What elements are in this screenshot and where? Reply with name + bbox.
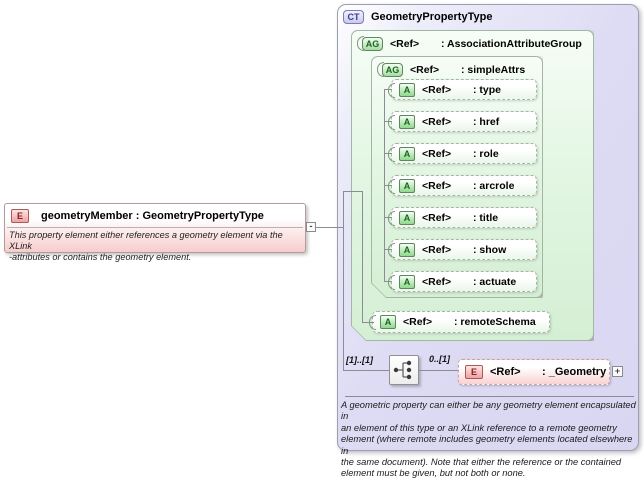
cardinality-label-left: [1]..[1] (346, 355, 373, 365)
connector-arc-icon (357, 36, 364, 51)
connector-line (362, 191, 363, 323)
element-header: E geometryMember : GeometryPropertyType (5, 204, 305, 223)
connector-arc-icon (388, 115, 395, 130)
element-title: geometryMember : GeometryPropertyType (41, 210, 264, 222)
sequence-choice-icon[interactable] (389, 355, 419, 385)
attribute-group-header: AG <Ref> : AssociationAttributeGroup (351, 30, 582, 51)
ref-label: <Ref> (410, 63, 440, 76)
ref-label: <Ref> (403, 316, 433, 328)
attribute-badge-icon: A (399, 146, 415, 161)
attribute-group-badge-icon: AG (382, 63, 403, 77)
connector-arc-icon (388, 243, 395, 258)
attribute-name: : show (473, 243, 507, 256)
connector-line (384, 217, 392, 218)
ref-label: <Ref> (422, 179, 452, 192)
connector-line (362, 322, 374, 323)
attribute-name: : type (473, 83, 502, 96)
ref-label: <Ref> (390, 37, 420, 50)
connector-arc-icon (388, 179, 395, 194)
element-box-geometry-member[interactable]: E geometryMember : GeometryPropertyType … (4, 203, 306, 262)
attribute-name: : arcrole (473, 179, 515, 192)
connector-arc-icon (388, 211, 395, 226)
ref-label: <Ref> (422, 243, 452, 256)
attribute-name: : title (473, 211, 499, 224)
element-badge-icon: E (465, 365, 483, 379)
attribute-group-badge-icon: AG (362, 37, 383, 51)
connector-line (419, 370, 458, 371)
connector-arc-icon (388, 275, 395, 290)
divider (7, 227, 303, 228)
cardinality-label-right: 0..[1] (429, 354, 451, 364)
annotation-line: an element of this type or an XLink refe… (341, 422, 617, 433)
attribute-row-href[interactable]: A <Ref> : href (388, 111, 537, 132)
attribute-badge-icon: A (399, 178, 415, 193)
compositor-glyph-icon (393, 360, 412, 380)
attribute-badge-icon: A (399, 274, 415, 289)
ref-label: <Ref> (490, 366, 521, 378)
attribute-badge-icon: A (399, 210, 415, 225)
connector-line (384, 153, 392, 154)
element-annotation: This property element either references … (5, 228, 305, 264)
connector-line (384, 90, 385, 282)
attribute-group-name: : simpleAttrs (461, 63, 526, 76)
element-row-geometry[interactable]: E <Ref> : _Geometry (458, 359, 610, 385)
element-name: : _Geometry (542, 366, 607, 378)
annotation-separator (345, 396, 634, 397)
connector-line (315, 227, 343, 228)
annotation-line: A geometric property can either be any g… (341, 400, 636, 422)
ref-label: <Ref> (422, 211, 452, 224)
connector-arc-icon (388, 83, 395, 98)
connector-line (384, 185, 392, 186)
attribute-row-role[interactable]: A <Ref> : role (388, 143, 537, 164)
attribute-group-name: : AssociationAttributeGroup (441, 37, 582, 50)
connector-arc-icon (377, 62, 384, 77)
complex-type-annotation: A geometric property can either be any g… (341, 400, 637, 480)
attribute-badge-icon: A (399, 114, 415, 129)
connector-line (343, 191, 344, 371)
ref-label: <Ref> (422, 147, 452, 160)
ref-label: <Ref> (422, 83, 452, 96)
connector-line (343, 191, 363, 192)
connector-line (343, 370, 389, 371)
annotation-line: -attributes or contains the geometry ele… (9, 252, 192, 263)
attribute-row-type[interactable]: A <Ref> : type (388, 79, 537, 100)
attribute-name: : actuate (473, 275, 517, 288)
ref-label: <Ref> (422, 275, 452, 288)
annotation-line: element (where remote includes geometry … (341, 434, 633, 456)
attribute-name: : href (473, 115, 500, 128)
connector-line (384, 89, 392, 90)
attribute-row-actuate[interactable]: A <Ref> : actuate (388, 271, 537, 292)
attribute-badge-icon: A (399, 82, 415, 97)
connector-line (384, 249, 392, 250)
complex-type-header: CT GeometryPropertyType (338, 5, 638, 24)
expand-button[interactable]: + (612, 366, 623, 377)
attribute-group-header: AG <Ref> : simpleAttrs (371, 56, 525, 77)
annotation-line: element must be given, but not both or n… (341, 468, 526, 479)
complex-type-title: GeometryPropertyType (371, 11, 493, 23)
collapse-button[interactable]: - (306, 222, 316, 232)
attribute-row-arcrole[interactable]: A <Ref> : arcrole (388, 175, 537, 196)
connector-line (384, 281, 392, 282)
element-badge-icon: E (11, 209, 29, 223)
attribute-name: : remoteSchema (454, 316, 536, 328)
attribute-badge-icon: A (380, 315, 396, 329)
annotation-line: the same document). Note that either the… (341, 457, 622, 468)
connector-arc-icon (388, 147, 395, 162)
annotation-line: This property element either references … (9, 230, 283, 252)
attribute-badge-icon: A (399, 242, 415, 257)
attribute-row-show[interactable]: A <Ref> : show (388, 239, 537, 260)
attribute-row-title[interactable]: A <Ref> : title (388, 207, 537, 228)
attribute-name: : role (473, 147, 499, 160)
complex-type-badge-icon: CT (343, 10, 364, 24)
attribute-row-remote-schema[interactable]: A <Ref> : remoteSchema (369, 311, 550, 333)
ref-label: <Ref> (422, 115, 452, 128)
connector-line (384, 121, 392, 122)
